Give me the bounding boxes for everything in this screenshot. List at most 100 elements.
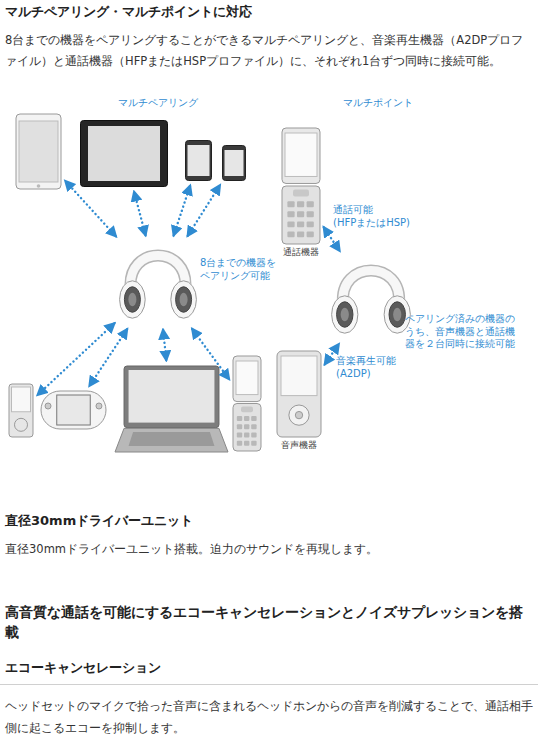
phone-key (307, 231, 314, 237)
ear-cup (332, 296, 358, 333)
player-screen (281, 356, 317, 396)
phone-key (297, 211, 304, 217)
phone-key (251, 441, 256, 446)
laptop-keyboard (129, 432, 215, 446)
device-node (232, 355, 262, 452)
phone-body (223, 146, 246, 181)
section-rule (0, 684, 538, 685)
dotted-arrow (324, 227, 340, 250)
player-wheel (15, 418, 28, 431)
phone-key (244, 433, 249, 438)
phone-key (237, 424, 242, 429)
device-node (15, 113, 62, 190)
connection-label: 通話可能 (HFPまたはHSP) (333, 204, 423, 229)
phone-key (237, 433, 242, 438)
vita-illustration (40, 390, 107, 430)
player2-illustration (276, 350, 322, 438)
laptop-lid (124, 366, 219, 428)
section-heading: 直径30mmドライバーユニット (5, 512, 533, 530)
phone-lid (233, 356, 261, 402)
text-label: ヘッドセットのマイクで拾った音声に含まれるヘッドホンからの音声を削減することで、… (5, 695, 533, 739)
dotted-arrow (174, 186, 190, 236)
tablet-illustration (15, 113, 62, 190)
device-node: 音声機器 (276, 350, 322, 453)
tablet-body (16, 114, 61, 189)
connection-label: 音楽再生可能 (A2DP) (336, 355, 418, 380)
phone-key (251, 433, 256, 438)
phone-key (287, 211, 294, 217)
phone-dpad (293, 190, 309, 197)
phone-key (287, 231, 294, 237)
laptop-illustration (115, 365, 228, 453)
laptop-screen (129, 370, 215, 423)
phone-key (251, 424, 256, 429)
phone-key (244, 424, 249, 429)
device-node (115, 365, 228, 453)
phone-key (307, 221, 314, 227)
text-label: マルチペアリング (118, 96, 258, 109)
ear-pad-center (341, 308, 349, 322)
section-heading: エコーキャンセレーション (5, 659, 533, 677)
console-body (41, 391, 106, 429)
dotted-arrow (134, 192, 145, 235)
ear-cup (120, 281, 146, 318)
dotted-arrow (90, 329, 128, 386)
tablet-screen (19, 121, 58, 182)
phone-key (237, 441, 242, 446)
device-node (40, 390, 107, 430)
tablet-body (81, 121, 168, 187)
player-body (277, 351, 321, 437)
player-illustration (8, 383, 34, 438)
phone-screen (236, 361, 258, 395)
phone-key (251, 416, 256, 421)
player-body (9, 384, 33, 437)
ear-pad (176, 287, 192, 313)
ear-pad-center (180, 293, 188, 307)
device-node (222, 145, 246, 181)
dotted-arrow (163, 330, 166, 360)
player-screen (12, 387, 31, 412)
player-wheel (289, 405, 309, 425)
dotted-arrow (188, 185, 220, 236)
ear-cup (171, 281, 197, 318)
phone-key (297, 221, 304, 227)
laptop-base (115, 428, 228, 452)
phone-illustration (222, 145, 246, 181)
tablet-black-illustration (80, 120, 168, 187)
phone-key (244, 441, 249, 446)
phone-screen (188, 145, 210, 176)
headphones-illustration (330, 255, 412, 340)
console-button (96, 403, 102, 409)
device-node (185, 140, 212, 181)
phone-key (237, 416, 242, 421)
phone-key (287, 201, 294, 207)
page-heading: マルチペアリング・マルチポイントに対応 (5, 4, 533, 20)
node-label: ペアリング済みの機器のうち、音声機器と通話機器を２台同時に接続可能 (405, 313, 517, 351)
phone-screen (285, 133, 317, 176)
headphone-node: 8台までの機器をペアリング可能 (118, 240, 198, 325)
phone-base (282, 186, 320, 244)
dotted-arrow (38, 323, 115, 395)
phone-key (297, 231, 304, 237)
phone-key (287, 221, 294, 227)
headphones-illustration (118, 240, 198, 325)
player-button (295, 411, 302, 418)
flip-illustration (281, 127, 321, 245)
headphone-node: ペアリング済みの機器のうち、音声機器と通話機器を２台同時に接続可能 (330, 255, 412, 340)
ear-pad-center (393, 308, 401, 322)
phone-dpad (241, 406, 253, 412)
ear-pad (389, 302, 405, 328)
device-node: 通話機器 (281, 127, 321, 260)
flip-illustration (232, 355, 262, 452)
phone-illustration (185, 140, 212, 181)
phone-body (186, 141, 212, 181)
node-label: 8台までの機器をペアリング可能 (200, 257, 280, 282)
phone-key (307, 211, 314, 217)
phone-screen (225, 150, 244, 176)
console-button (45, 403, 51, 409)
dotted-arrow (65, 181, 115, 236)
text-label: 8台までの機器をペアリングすることができるマルチペアリングと、音楽再生機器（A2… (5, 30, 533, 72)
tablet-screen (88, 126, 160, 181)
